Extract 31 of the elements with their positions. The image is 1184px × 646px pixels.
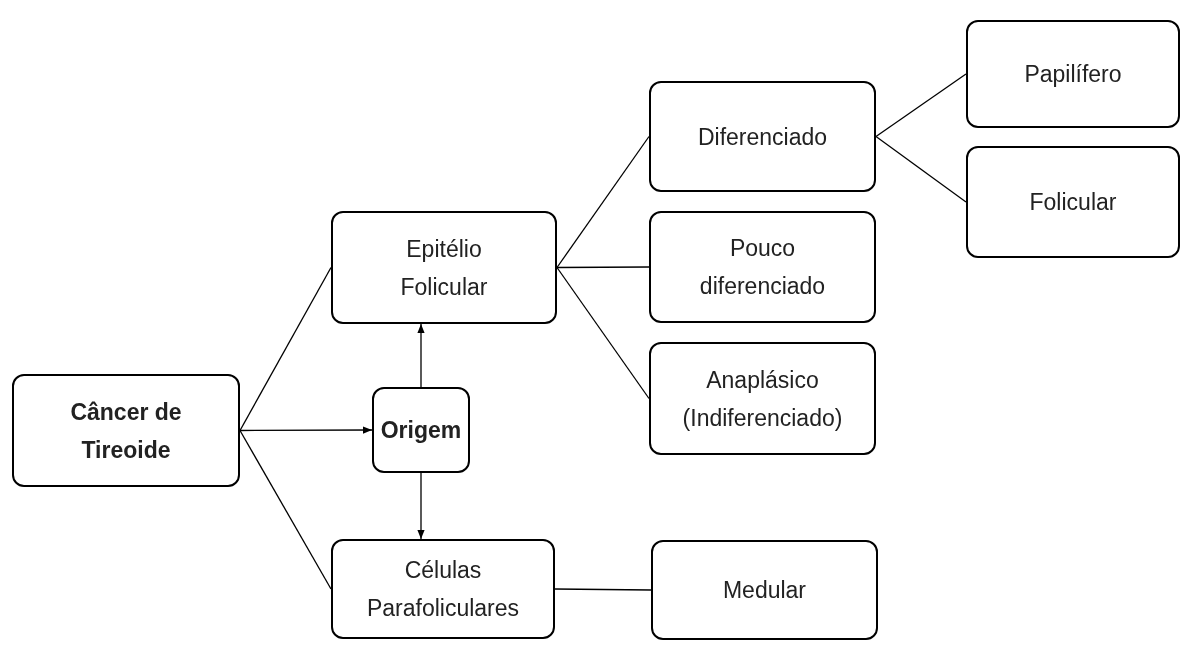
rounded-box: [649, 342, 876, 455]
rounded-box: [649, 211, 876, 323]
node-label: Células Parafoliculares: [365, 556, 521, 623]
arrow: [417, 323, 425, 388]
rounded-box: [331, 211, 557, 324]
node-label: Medular: [722, 576, 807, 605]
node-label: Folicular: [1029, 188, 1117, 217]
rounded-box: [331, 539, 555, 639]
rounded-box: [372, 387, 470, 473]
rounded-box: [966, 20, 1180, 128]
rounded-box: [966, 146, 1180, 258]
node-label: Origem: [380, 416, 462, 445]
rounded-box: [651, 540, 878, 640]
arrow: [417, 472, 425, 540]
node-label: Anaplásico (Indiferenciado): [682, 365, 843, 433]
node-label: Epitélio Folicular: [399, 234, 489, 302]
node-label: Papilífero: [1024, 60, 1122, 89]
connector-line: [239, 429, 332, 590]
arrow: [239, 426, 373, 434]
connector-line: [239, 266, 332, 432]
rounded-box: [12, 374, 240, 487]
connector-line: [875, 135, 967, 203]
node-label: Câncer de Tireoide: [69, 397, 183, 465]
connector-line: [875, 73, 967, 138]
node-label: Pouco diferenciado: [698, 234, 827, 301]
connector-line: [554, 588, 652, 591]
connector-line: [556, 266, 650, 269]
connector-line: [556, 135, 650, 269]
node-label: Diferenciado: [697, 122, 828, 152]
connector-line: [556, 266, 650, 400]
rounded-box: [649, 81, 876, 192]
